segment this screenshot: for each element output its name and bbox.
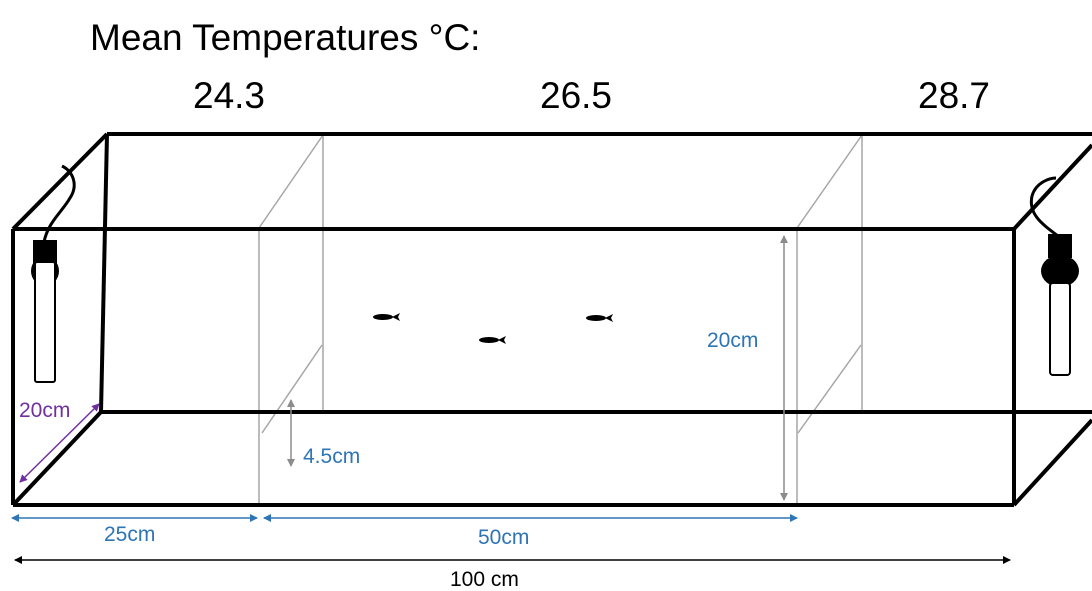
gap-label: 4.5cm <box>303 445 360 468</box>
divider-right <box>796 134 863 505</box>
total-length-label: 100 cm <box>450 568 519 591</box>
left-section-label: 25cm <box>104 523 155 546</box>
heater-icon <box>31 164 76 383</box>
heater-icon <box>1029 176 1079 376</box>
temperature-middle: 26.5 <box>540 75 612 116</box>
title-label: Mean Temperatures °C: <box>90 17 480 58</box>
height-label: 20cm <box>707 329 758 352</box>
fish-icon <box>373 313 400 321</box>
depth-arrow <box>19 403 100 483</box>
fish-icon <box>586 314 613 322</box>
middle-section-label: 50cm <box>478 526 529 549</box>
depth-label: 20cm <box>19 399 70 422</box>
temperature-left: 24.3 <box>193 75 265 116</box>
divider-left <box>258 134 324 505</box>
temperature-right: 28.7 <box>918 75 990 116</box>
fish-icon <box>479 336 506 344</box>
tank-outline <box>11 132 1092 507</box>
